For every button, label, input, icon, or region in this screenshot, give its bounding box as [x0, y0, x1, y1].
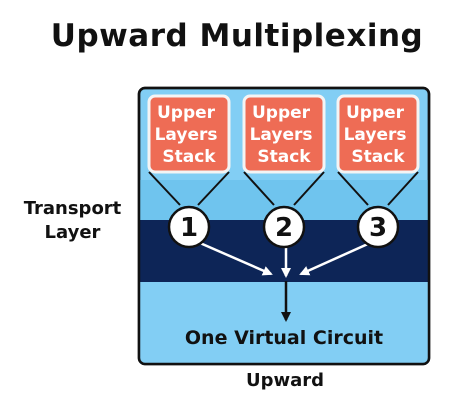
stack-1-line-2: Layers — [155, 125, 218, 145]
stack-3: Upper Layers Stack — [336, 94, 420, 206]
port-2: 2 — [262, 205, 306, 249]
diagram-title: Upward Multiplexing — [50, 18, 424, 54]
stack-1: Upper Layers Stack — [147, 94, 231, 206]
stack-3-line-2: Layers — [344, 125, 407, 145]
connector-2-left — [243, 171, 275, 206]
stack-2-line-1: Upper — [252, 103, 311, 123]
stack-2-line-2: Layers — [250, 125, 313, 145]
stack-3-line-3: Stack — [351, 147, 405, 167]
connector-2-right — [293, 171, 325, 206]
lower-band — [140, 282, 428, 364]
connector-3-left — [337, 171, 369, 206]
port-circle-1 — [167, 205, 211, 249]
port-3: 3 — [356, 205, 400, 249]
transport-layer-label: Transport Layer — [10, 197, 135, 245]
connector-1-left — [148, 171, 181, 206]
svg-text:Upper Layers Stack: Upper Layers Stack — [155, 103, 224, 167]
connector-1-right — [197, 171, 230, 206]
port-circle-3 — [356, 205, 400, 249]
stack-2: Upper Layers Stack — [242, 94, 326, 206]
connector-3-right — [387, 171, 419, 206]
port-number-2: 2 — [275, 213, 293, 243]
arrow-1 — [199, 241, 273, 276]
caption-label: Upward — [245, 370, 325, 391]
port-number-1: 1 — [180, 213, 198, 243]
stack-1-line-3: Stack — [162, 147, 216, 167]
stack-box-3 — [336, 94, 420, 174]
virtual-circuit-label: One Virtual Circuit — [185, 327, 383, 349]
svg-text:Upper Layers Stack: Upper Layers Stack — [250, 103, 319, 167]
port-number-3: 3 — [369, 213, 387, 243]
transport-label-line-1: Transport — [23, 198, 122, 219]
stack-2-line-3: Stack — [257, 147, 311, 167]
stack-3-line-1: Upper — [346, 103, 405, 123]
transport-label-line-2: Layer — [44, 222, 101, 243]
transport-container-border — [137, 86, 431, 366]
arrow-3 — [299, 241, 371, 276]
port-1: 1 — [167, 205, 211, 249]
stack-box-1 — [147, 94, 231, 174]
stack-box-2 — [242, 94, 326, 174]
port-circle-2 — [262, 205, 306, 249]
svg-text:Upper Layers Stack: Upper Layers Stack — [344, 103, 413, 167]
stack-1-line-1: Upper — [157, 103, 216, 123]
